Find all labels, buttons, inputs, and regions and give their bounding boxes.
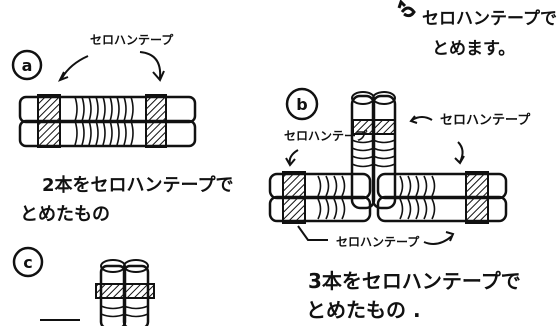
arrow-b-right-icon: [409, 115, 433, 124]
top-right-note: セロハンテープで とめます。: [397, 0, 557, 59]
panel-c: c: [12, 246, 155, 326]
label-b: b: [296, 95, 307, 114]
note-line-1: セロハンテープで: [422, 8, 557, 29]
swirl-arrow-icon: [397, 0, 416, 18]
caption-b-line1: 3本をセロハンテープで: [308, 269, 521, 293]
tape-right: [145, 94, 167, 148]
caption-b-line2: とめたもの .: [306, 298, 421, 322]
partial-tubes-drawing: [40, 259, 155, 326]
three-tubes-drawing: [268, 91, 508, 224]
tape-c: [95, 283, 155, 299]
label-c: c: [23, 253, 32, 272]
tape-b-right: [465, 171, 489, 224]
label-c-circle: [12, 246, 44, 278]
arrow-b-right2-icon: [454, 141, 465, 165]
tape-a-label: セロハンテープ: [90, 32, 174, 47]
caption-a-line2: とめたもの: [20, 204, 110, 225]
arrow-b-bottom2-icon: [423, 231, 455, 245]
arrow-left-icon: [57, 55, 89, 82]
label-b-circle: [285, 87, 319, 121]
tape-b-left: [282, 171, 306, 224]
tape-b-left-label: セロハンテープ: [284, 128, 368, 143]
panel-a: a セロハンテープ 2本をセロハンテープで とめたもの: [11, 32, 233, 225]
caption-a-line1: 2本をセロハンテープで: [42, 174, 233, 196]
arrow-b-bottom-icon: [297, 225, 328, 241]
tape-left: [37, 94, 61, 148]
arrow-b-left-icon: [285, 149, 299, 167]
tape-b-right-label: セロハンテープ: [440, 113, 531, 128]
arrow-right-icon: [139, 51, 165, 82]
panel-b: b セロハンテープ セロハンテープ セロハンテープ: [268, 87, 531, 322]
note-line-2: とめます。: [432, 39, 515, 59]
tape-b-top: [352, 119, 396, 135]
label-a-circle: [11, 49, 43, 81]
tape-b-bottom-label: セロハンテープ: [336, 234, 420, 249]
label-a: a: [22, 56, 33, 75]
two-tubes-drawing: [18, 94, 197, 148]
